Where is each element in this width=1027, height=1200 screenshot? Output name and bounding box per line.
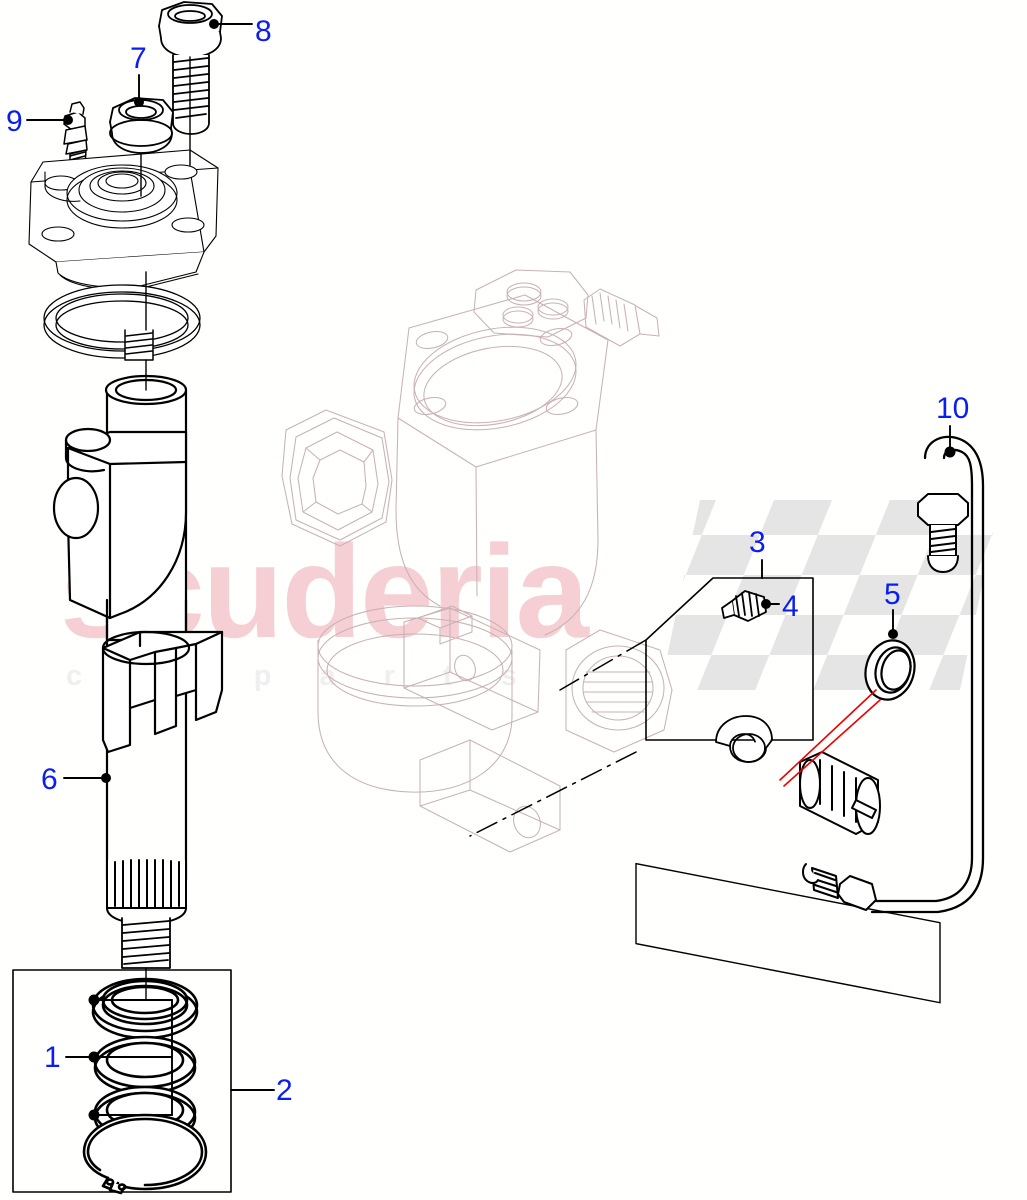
cap-o-ring bbox=[43, 284, 201, 359]
callout-label-2[interactable]: 2 bbox=[276, 1074, 293, 1107]
steering-shaft-part bbox=[52, 329, 224, 969]
callout-label-1[interactable]: 1 bbox=[44, 1041, 61, 1074]
callout-label-9[interactable]: 9 bbox=[6, 105, 23, 138]
circlip-part bbox=[82, 1113, 208, 1195]
flange-bolt-part bbox=[158, 1, 223, 135]
tapered-plug-part bbox=[721, 590, 767, 622]
callout-leaders bbox=[26, 19, 956, 1121]
sealing-washer-part bbox=[864, 639, 916, 701]
dished-washer-part bbox=[715, 715, 773, 763]
callout-label-5[interactable]: 5 bbox=[884, 578, 901, 611]
seal-rings-group bbox=[82, 977, 208, 1195]
pipe-union-nut-upper bbox=[917, 493, 969, 573]
callout-label-6[interactable]: 6 bbox=[41, 763, 58, 796]
flange-nut-part bbox=[109, 97, 174, 154]
slotted-plug-part bbox=[799, 751, 881, 835]
steering-box-housing-ghost bbox=[281, 269, 673, 853]
callout-label-7[interactable]: 7 bbox=[130, 42, 147, 75]
callout-label-8[interactable]: 8 bbox=[255, 15, 272, 48]
detail-panel-outline bbox=[635, 862, 941, 1004]
callout-label-4[interactable]: 4 bbox=[782, 590, 799, 623]
callout-label-10[interactable]: 10 bbox=[936, 392, 970, 425]
callout-label-3[interactable]: 3 bbox=[749, 526, 766, 559]
upper-flange-cap bbox=[28, 149, 219, 290]
detail-leader-dashdot bbox=[469, 639, 647, 837]
washer-pointer-lines bbox=[779, 689, 881, 787]
pipe-union-nut-lower bbox=[802, 863, 877, 911]
